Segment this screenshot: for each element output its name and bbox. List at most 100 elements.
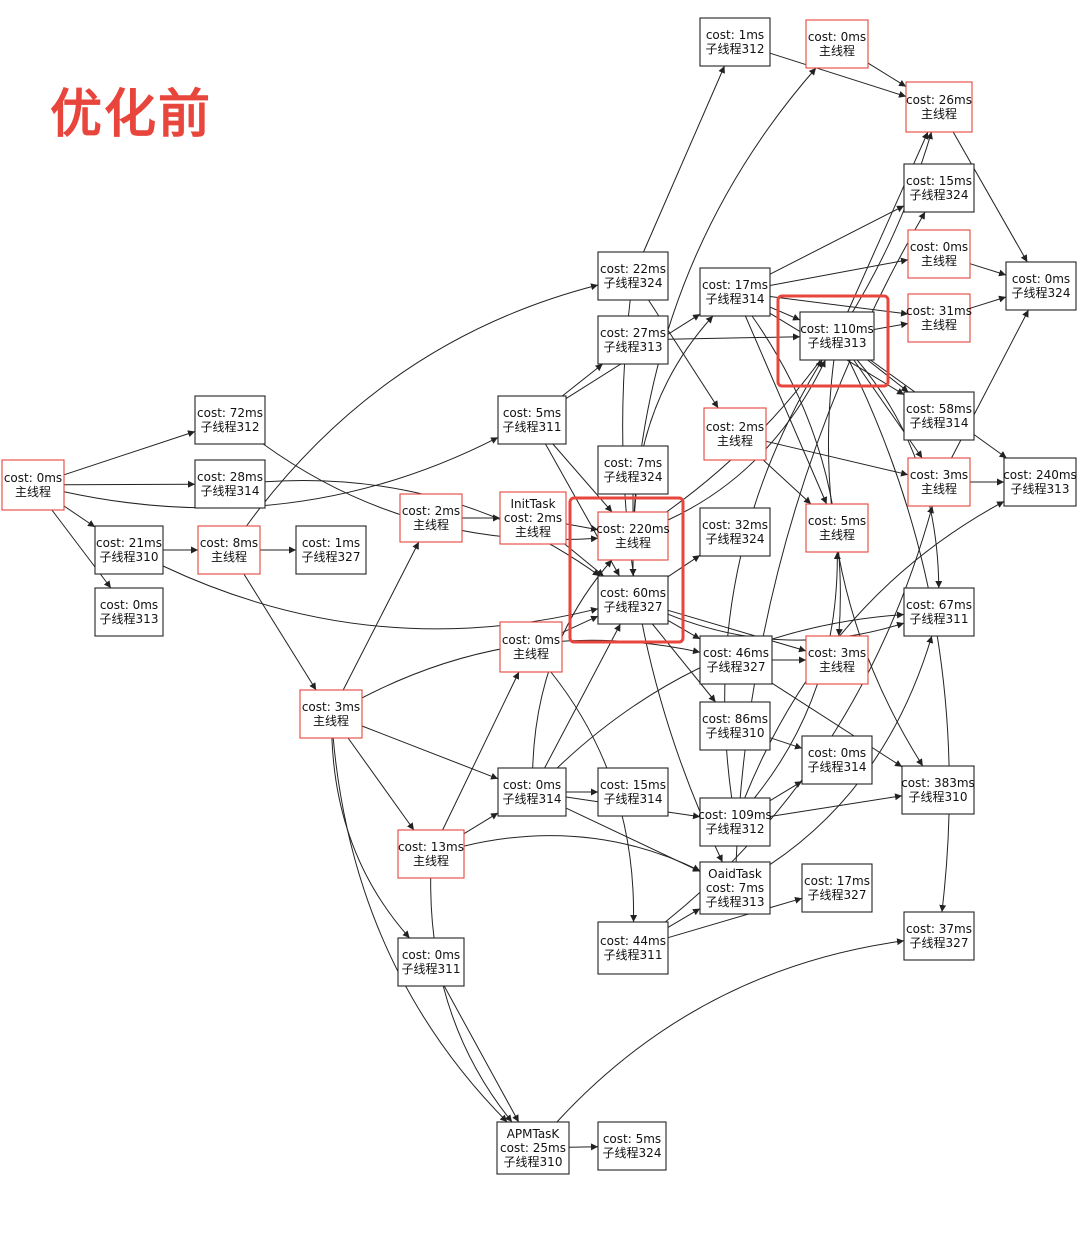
task-node-box [699,17,771,67]
task-node-label: 子线程313 [100,611,159,626]
task-node-label: 子线程324 [604,469,663,484]
task-node-label: cost: 86ms [702,712,768,726]
dependency-edge [634,67,817,513]
task-node-box [597,445,669,495]
task-node-box [805,19,869,69]
task-node-box [597,511,669,561]
task-node-label: cost: 109ms [698,808,772,822]
task-node-box [699,267,771,317]
edges-layer [51,52,1029,1151]
dependency-edge [648,299,719,409]
task-node-label: cost: 7ms [604,456,662,470]
task-node-label: 子线程310 [706,725,765,740]
task-node-label: cost: 32ms [702,518,768,532]
dependency-edge [246,283,599,527]
dependency-edge [561,615,599,634]
task-node-label: 子线程324 [603,1145,662,1160]
highlight-box-110ms [776,294,890,388]
task-node-box [397,829,465,879]
task-node-box [597,1121,667,1171]
task-node-label: cost: 46ms [703,646,769,660]
task-node-label: 子线程314 [503,791,562,806]
task-node-box [907,457,971,507]
task-node-box [597,921,669,975]
task-node-box [907,229,971,279]
task-node-box [496,1121,570,1175]
task-node-label: cost: 13ms [398,840,464,854]
dependency-edge [667,896,803,939]
dependency-edge [643,65,725,253]
task-node-box [1,459,65,511]
task-node-box [903,911,975,961]
task-node-label: cost: 5ms [603,1132,661,1146]
task-node-label: 主线程 [15,484,51,499]
task-node-label: 子线程313 [706,894,765,909]
task-node-label: 子线程327 [808,887,867,902]
dependency-edge [769,296,909,317]
task-node-box [805,503,869,553]
task-node-label: cost: 37ms [906,922,972,936]
task-node-box [94,587,164,637]
task-node-label: cost: 7ms [706,881,764,895]
task-node-box [497,767,567,817]
task-node-label: 子线程324 [604,275,663,290]
dependency-edge [769,257,909,286]
task-node-label: cost: 3ms [302,700,360,714]
highlight-box-220ms-60ms [568,496,685,644]
task-node-label: cost: 25ms [500,1141,566,1155]
task-node-label: cost: 240ms [1003,468,1077,482]
dependency-edge [735,211,926,863]
task-node-label: cost: 0ms [502,633,560,647]
task-node-label: 主线程 [921,106,957,121]
dependency-edge [744,315,828,505]
task-node-label: cost: 5ms [503,406,561,420]
task-node-label: cost: 0ms [808,746,866,760]
task-node-box [903,391,975,441]
dependency-edge [331,737,410,939]
task-node-label: 子线程310 [100,549,159,564]
task-node-box [597,315,669,365]
task-node-label: 主线程 [513,646,549,661]
dependency-edge [847,131,929,313]
dependency-edge [342,541,420,691]
dependency-edge [951,309,1029,459]
dependency-edge [162,565,599,630]
dependency-edge [667,908,701,928]
task-node-label: cost: 22ms [600,262,666,276]
task-node-label: cost: 1ms [706,28,764,42]
task-node-label: cost: 5ms [808,514,866,528]
task-node-label: cost: 1ms [302,536,360,550]
dependency-edge [873,321,909,330]
task-node-label: APMTasK [507,1127,561,1141]
task-node-box [699,507,771,557]
dependency-edge [652,623,716,703]
task-node-label: cost: 2ms [504,511,562,525]
task-node-label: cost: 0ms [910,240,968,254]
task-node-label: cost: 15ms [600,778,666,792]
task-node-label: cost: 0ms [503,778,561,792]
task-node-label: InitTask [510,497,555,511]
task-node-box [295,525,367,575]
task-node-label: 主线程 [515,524,551,539]
dependency-edge [769,780,803,802]
dependency-edge [762,459,812,505]
task-node-box [699,797,771,847]
dependency-edge [561,363,604,397]
